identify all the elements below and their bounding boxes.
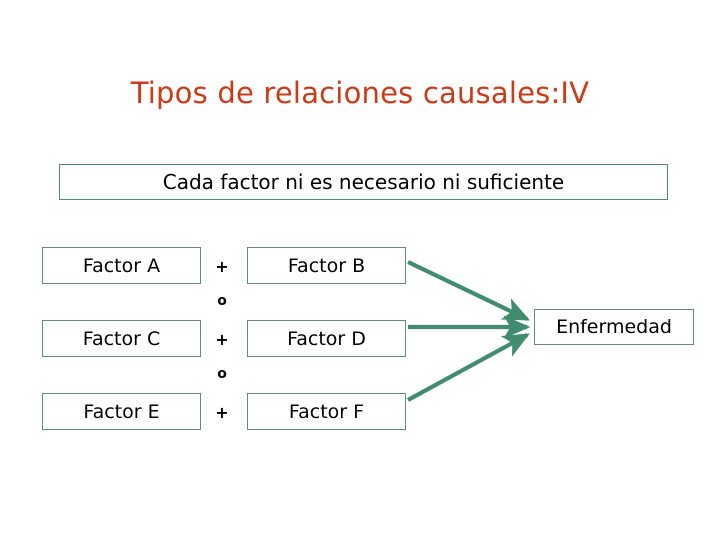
factor-box-d: Factor D: [247, 320, 406, 357]
operator-plus-row2: +: [215, 330, 229, 349]
subtitle-text: Cada factor ni es necesario ni suficient…: [162, 170, 565, 194]
page-title: Tipos de relaciones causales:IV: [130, 76, 590, 110]
arrow-factor-f-to-enfermedad: [406, 333, 530, 402]
operator-or-1: o: [217, 293, 227, 309]
arrow-factor-b-to-enfermedad: [407, 260, 531, 321]
factor-box-b: Factor B: [247, 247, 406, 284]
operator-plus-row1: +: [215, 257, 229, 276]
factor-box-a: Factor A: [42, 247, 201, 284]
factor-box-c: Factor C: [42, 320, 201, 357]
factor-box-f: Factor F: [247, 393, 406, 430]
subtitle-banner: Cada factor ni es necesario ni suficient…: [59, 164, 668, 200]
factor-box-e: Factor E: [42, 393, 201, 430]
outcome-box-enfermedad: Enfermedad: [534, 309, 694, 345]
operator-plus-row3: +: [215, 403, 229, 422]
operator-or-2: o: [217, 366, 227, 382]
